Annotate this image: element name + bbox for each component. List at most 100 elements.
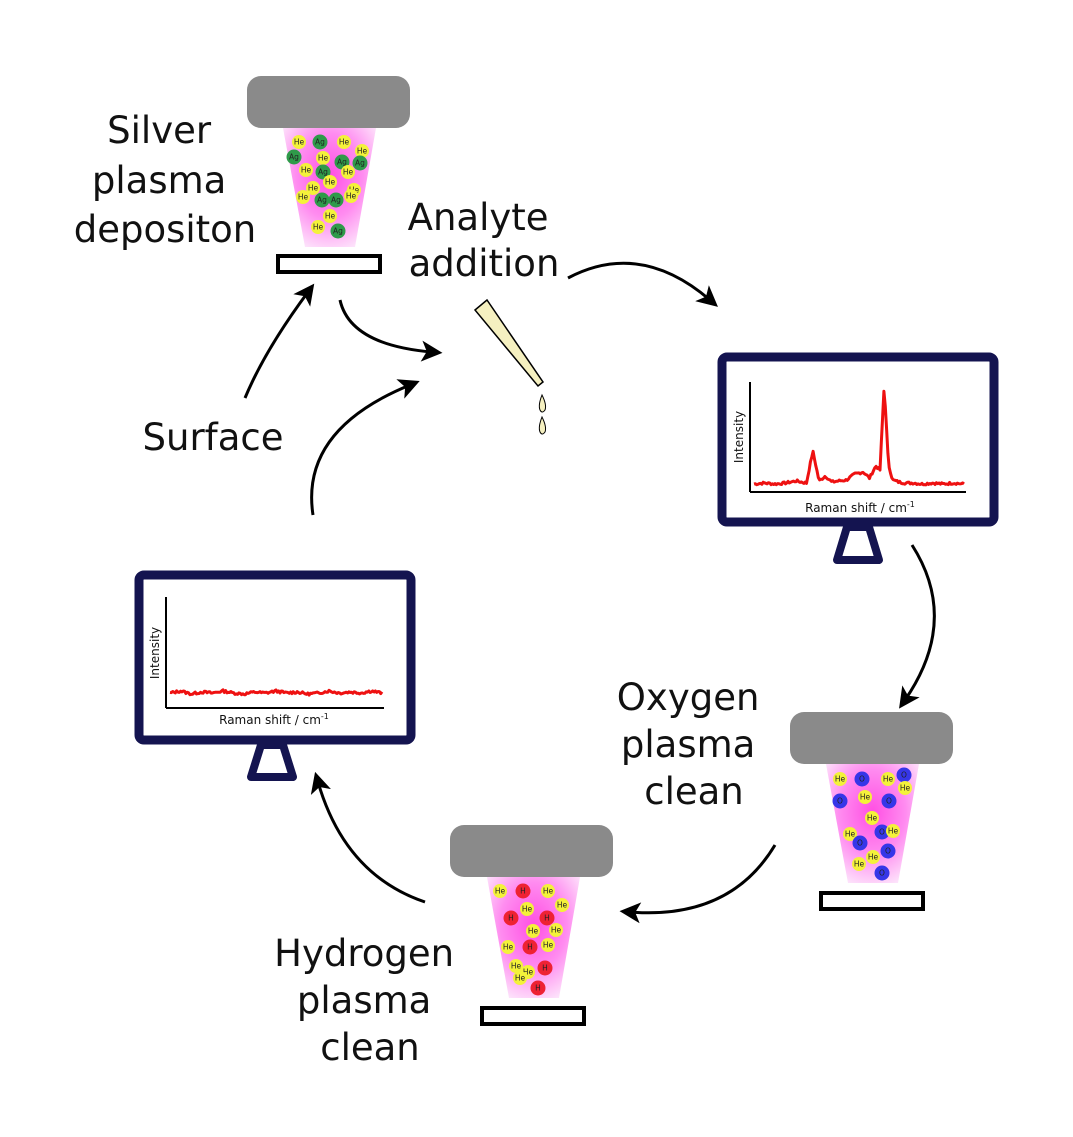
arrow-left-up-to-analyte: [310, 379, 420, 516]
helium-particle-label: He: [346, 192, 357, 201]
label-line: depositon: [74, 208, 257, 251]
oxygen-particle: [832, 793, 848, 809]
oxygen-electrode: [790, 712, 953, 764]
label-line: clean: [320, 1026, 420, 1069]
helium-particle-label: He: [308, 184, 319, 193]
helium-particle-label: He: [298, 193, 309, 202]
oxygen-particle-label: O: [885, 847, 891, 856]
helium-particle-label: He: [325, 178, 336, 187]
oxygen-particle: [874, 865, 890, 881]
helium-particle: [865, 811, 879, 825]
silver-particle-label: Ag: [333, 227, 343, 236]
helium-particle-label: He: [343, 168, 354, 177]
helium-particle: [316, 151, 330, 165]
x-axis-label-superscript: -1: [321, 712, 329, 721]
helium-particle: [344, 189, 358, 203]
hydrogen-particle: [515, 883, 531, 899]
helium-particle-label: He: [867, 814, 878, 823]
helium-particle: [526, 924, 540, 938]
helium-particle: [323, 175, 337, 189]
label-line: addition: [409, 242, 560, 285]
helium-particle-label: He: [495, 887, 506, 896]
helium-particle: [513, 971, 527, 985]
hydrogen-particle: [539, 910, 555, 926]
helium-particle: [306, 181, 320, 195]
helium-particle-label: He: [860, 793, 871, 802]
arrow-analyte-to-monitor: [567, 261, 718, 307]
helium-particle-label: He: [557, 901, 568, 910]
oxygen-particle: [874, 824, 890, 840]
oxygen-particle-label: O: [859, 775, 865, 784]
helium-particle-label: He: [339, 138, 350, 147]
silver-particle-label: Ag: [317, 196, 327, 205]
silver-particles: HeAgHeAgHeHeAgAgHeAgHeHeHeHeHeAgAgHeHeHe…: [286, 134, 369, 239]
silver-deposition-unit: HeAgHeAgHeHeAgAgHeAgHeHeHeHeHeAgAgHeHeHe…: [247, 76, 410, 274]
helium-particle: [509, 959, 523, 973]
label-line: Analyte: [408, 196, 549, 239]
oxygen-particle: [896, 767, 912, 783]
helium-particle: [881, 772, 895, 786]
pipette-body: [473, 298, 545, 388]
analyte-addition-label: Analyte addition: [408, 196, 561, 285]
arrow-oxygen-to-hydrogen: [619, 844, 777, 924]
label-line: Silver: [107, 109, 212, 152]
helium-particle-label: He: [888, 827, 899, 836]
oxygen-particle-label: O: [879, 828, 885, 837]
silver-particle-label: Ag: [331, 196, 341, 205]
helium-particle: [886, 824, 900, 838]
hydrogen-particle-label: H: [508, 914, 514, 923]
helium-particle: [858, 790, 872, 804]
spectrum-plot: [753, 389, 965, 487]
label-line: plasma: [297, 979, 431, 1022]
surface-label: Surface: [143, 416, 284, 459]
helium-particle-label: He: [883, 775, 894, 784]
helium-particle: [549, 923, 563, 937]
oxygen-particle-label: O: [901, 771, 907, 780]
helium-particle: [296, 190, 310, 204]
helium-particle-label: He: [854, 860, 865, 869]
helium-particle: [337, 135, 351, 149]
helium-particle-label: He: [835, 775, 846, 784]
hydrogen-particle-label: H: [527, 943, 533, 952]
arrow-silver-to-analyte: [338, 299, 443, 362]
oxygen-particle-label: O: [886, 797, 892, 806]
oxygen-particle: [881, 793, 897, 809]
hydrogen-electrode: [450, 825, 613, 877]
helium-particle-label: He: [503, 943, 514, 952]
hydrogen-particle-label: H: [542, 964, 548, 973]
droplet-icon: [538, 415, 547, 435]
oxygen-particle-label: O: [879, 869, 885, 878]
silver-particle-label: Ag: [315, 138, 325, 147]
helium-particle: [520, 902, 534, 916]
hydrogen-particle: [537, 960, 553, 976]
silver-particle: [328, 192, 344, 208]
helium-particle: [341, 165, 355, 179]
helium-particle-label: He: [523, 968, 534, 977]
helium-particle-label: He: [528, 927, 539, 936]
helium-particle-label: He: [868, 853, 879, 862]
silver-particle-label: Ag: [355, 159, 365, 168]
hydrogen-particle-label: H: [535, 984, 541, 993]
pipette-icon: [473, 298, 547, 435]
oxygen-particle-label: O: [837, 797, 843, 806]
x-axis-label: Raman shift / cm-1: [219, 712, 329, 727]
silver-particle-label: Ag: [318, 168, 328, 177]
helium-particle-label: He: [543, 941, 554, 950]
silver-particle: [286, 149, 302, 165]
helium-particle: [311, 220, 325, 234]
x-axis-label: Raman shift / cm-1: [805, 500, 915, 515]
silver-substrate: [276, 254, 382, 274]
monitor-stand: [247, 741, 297, 781]
arrow-monitor-to-oxygen: [899, 544, 936, 709]
helium-particle: [843, 827, 857, 841]
hydrogen-substrate: [480, 1006, 586, 1026]
monitor-top-right: Intensity Raman shift / cm-1: [717, 352, 999, 564]
monitor-left: Intensity Raman shift / cm-1: [134, 570, 416, 781]
helium-particle: [299, 163, 313, 177]
oxygen-particle: [854, 771, 870, 787]
hydrogen-particle: [503, 910, 519, 926]
spectrum-plot: [169, 688, 384, 697]
